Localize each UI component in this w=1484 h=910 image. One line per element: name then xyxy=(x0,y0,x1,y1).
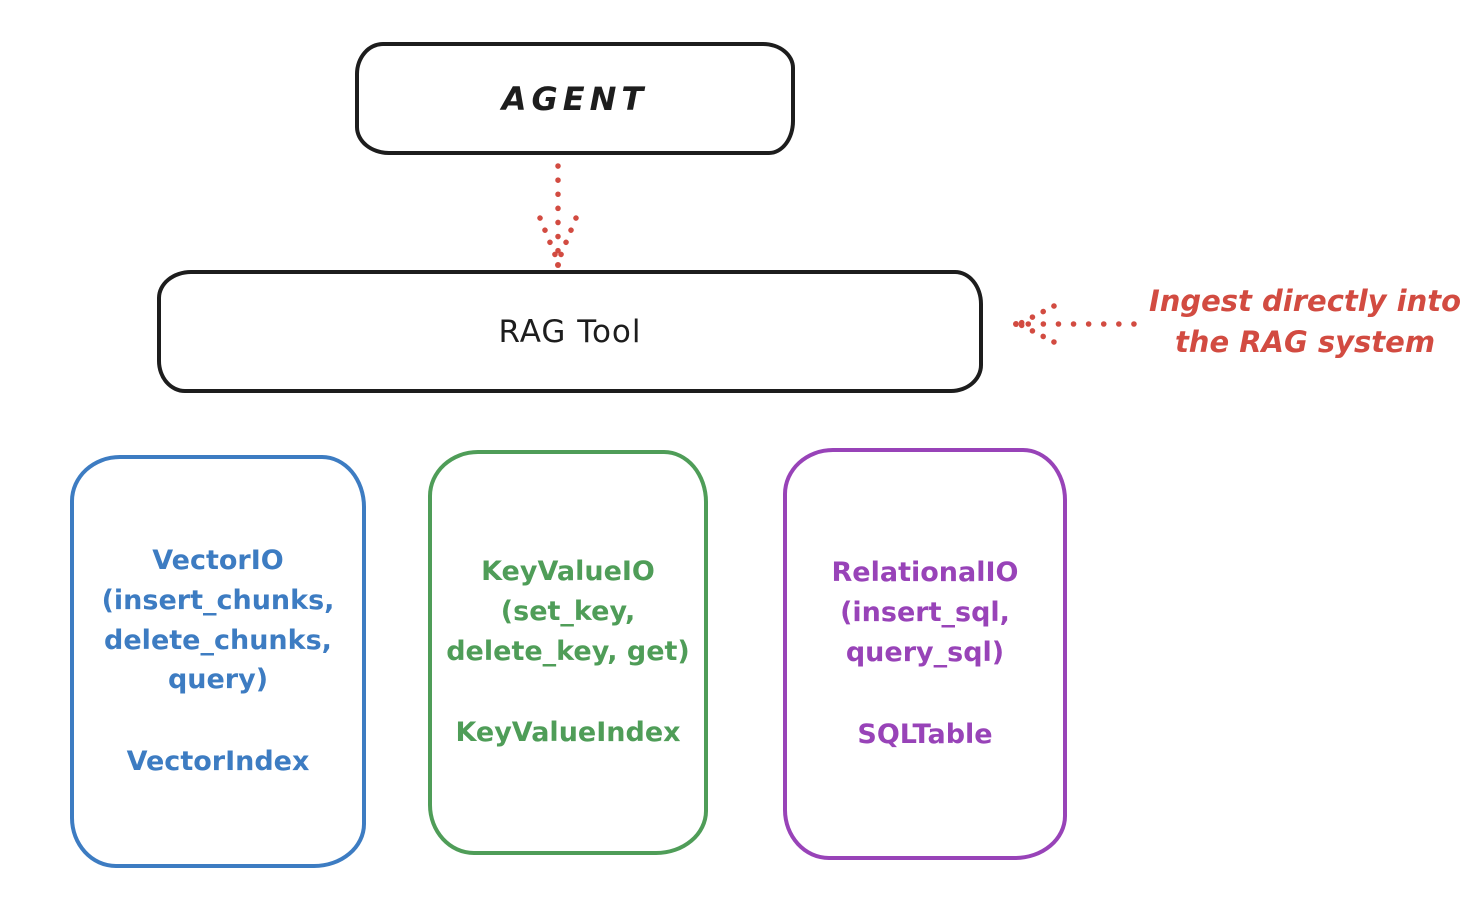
relational-io-index-label: SQLTable xyxy=(857,718,993,750)
keyvalue-io-method-line: (set_key, xyxy=(500,595,636,627)
annotation-line-2: the RAG system xyxy=(1174,324,1436,359)
vector-io-index-label: VectorIndex xyxy=(126,746,310,778)
rag-tool-label: RAG Tool xyxy=(498,313,642,350)
keyvalue-io-box: KeyValueIO (set_key, delete_key, get) Ke… xyxy=(428,450,708,855)
rag-tool-box: RAG Tool xyxy=(157,270,983,393)
keyvalue-io-method-line: delete_key, get) xyxy=(446,635,690,667)
vector-io-box: VectorIO (insert_chunks, delete_chunks, … xyxy=(70,455,366,868)
vector-io-method-line: (insert_chunks, xyxy=(101,584,335,616)
annotation-line-1: Ingest directly into xyxy=(1148,284,1462,318)
agent-box: AGENT xyxy=(355,42,795,155)
relational-io-method-line: (insert_sql, xyxy=(840,597,1010,629)
relational-io-box: RelationalIO (insert_sql, query_sql) SQL… xyxy=(783,448,1067,860)
relational-io-method-line: query_sql) xyxy=(845,637,1005,668)
keyvalue-io-title: KeyValueIO xyxy=(481,555,655,587)
relational-io-title: RelationalIO xyxy=(831,557,1019,589)
annotation-text: Ingest directly into the RAG system xyxy=(1138,281,1472,362)
vector-io-method-line: query) xyxy=(167,664,269,696)
dotted-down-arrow-icon xyxy=(537,163,579,268)
agent-label: AGENT xyxy=(501,79,649,118)
vector-io-title: VectorIO xyxy=(152,544,284,576)
keyvalue-io-index-label: KeyValueIndex xyxy=(455,717,681,749)
dotted-left-arrow-icon xyxy=(1013,303,1137,345)
vector-io-method-line: delete_chunks, xyxy=(104,624,332,656)
